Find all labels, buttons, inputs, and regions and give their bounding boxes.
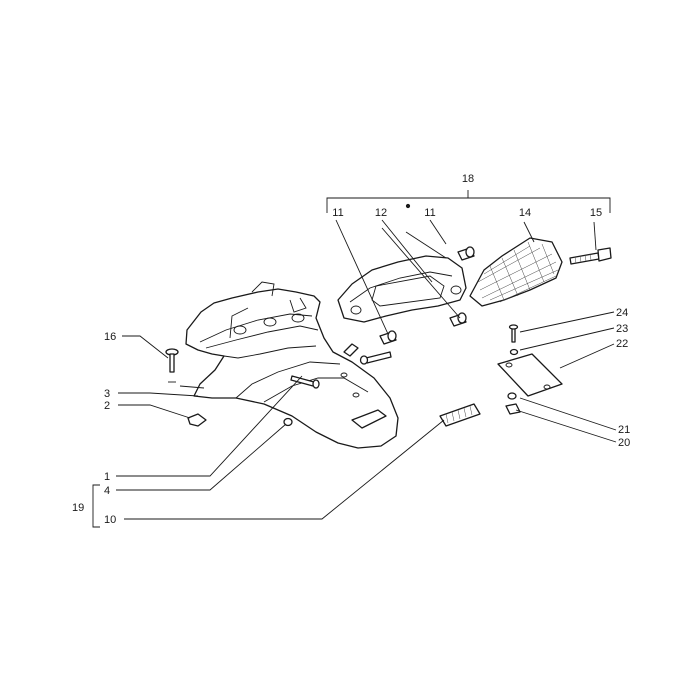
callout-19: 19 [72,502,84,514]
callout-24: 24 [616,307,628,319]
bulb-holder-upper [457,246,475,261]
callout-2: 2 [104,400,110,412]
license-plate-bracket [497,353,563,397]
screw-16 [165,348,179,383]
bulb-holder-lower [379,330,397,345]
washer-3 [179,385,205,389]
clip [343,343,359,357]
callout-12: 12 [375,207,387,219]
grommet-4 [283,417,293,427]
callout-labels: 18 11 12 11 14 15 24 23 22 21 20 16 3 2 … [72,173,630,526]
reflector-10 [439,403,481,427]
tail-lamp-housing [337,255,467,323]
leader-lines [116,219,617,520]
nut-20 [505,403,521,415]
rear-mudguard [185,281,399,449]
callout-16: 16 [104,331,116,343]
dot-marker [405,203,411,209]
callout-22: 22 [616,338,628,350]
washer-21 [507,392,517,400]
nut-2 [187,413,207,427]
callout-11-right: 11 [424,207,435,219]
callout-11-left: 11 [332,207,343,219]
washer-23 [509,348,519,356]
tail-lamp-lens [469,237,563,307]
bracket-18 [326,190,611,213]
callout-14: 14 [519,207,531,219]
bolt-1 [290,375,320,389]
callout-20: 20 [618,437,630,449]
screw-middle [359,351,392,365]
callout-4: 4 [104,485,110,497]
callout-3: 3 [104,388,110,400]
callout-10: 10 [104,514,116,526]
screw-15 [569,247,612,265]
bulb [449,312,467,327]
callout-23: 23 [616,323,628,335]
callout-21: 21 [618,424,630,436]
callout-18: 18 [462,173,474,185]
bracket-19 [92,484,100,528]
screw-24 [508,324,519,343]
callout-1: 1 [104,471,110,483]
callout-15: 15 [590,207,602,219]
